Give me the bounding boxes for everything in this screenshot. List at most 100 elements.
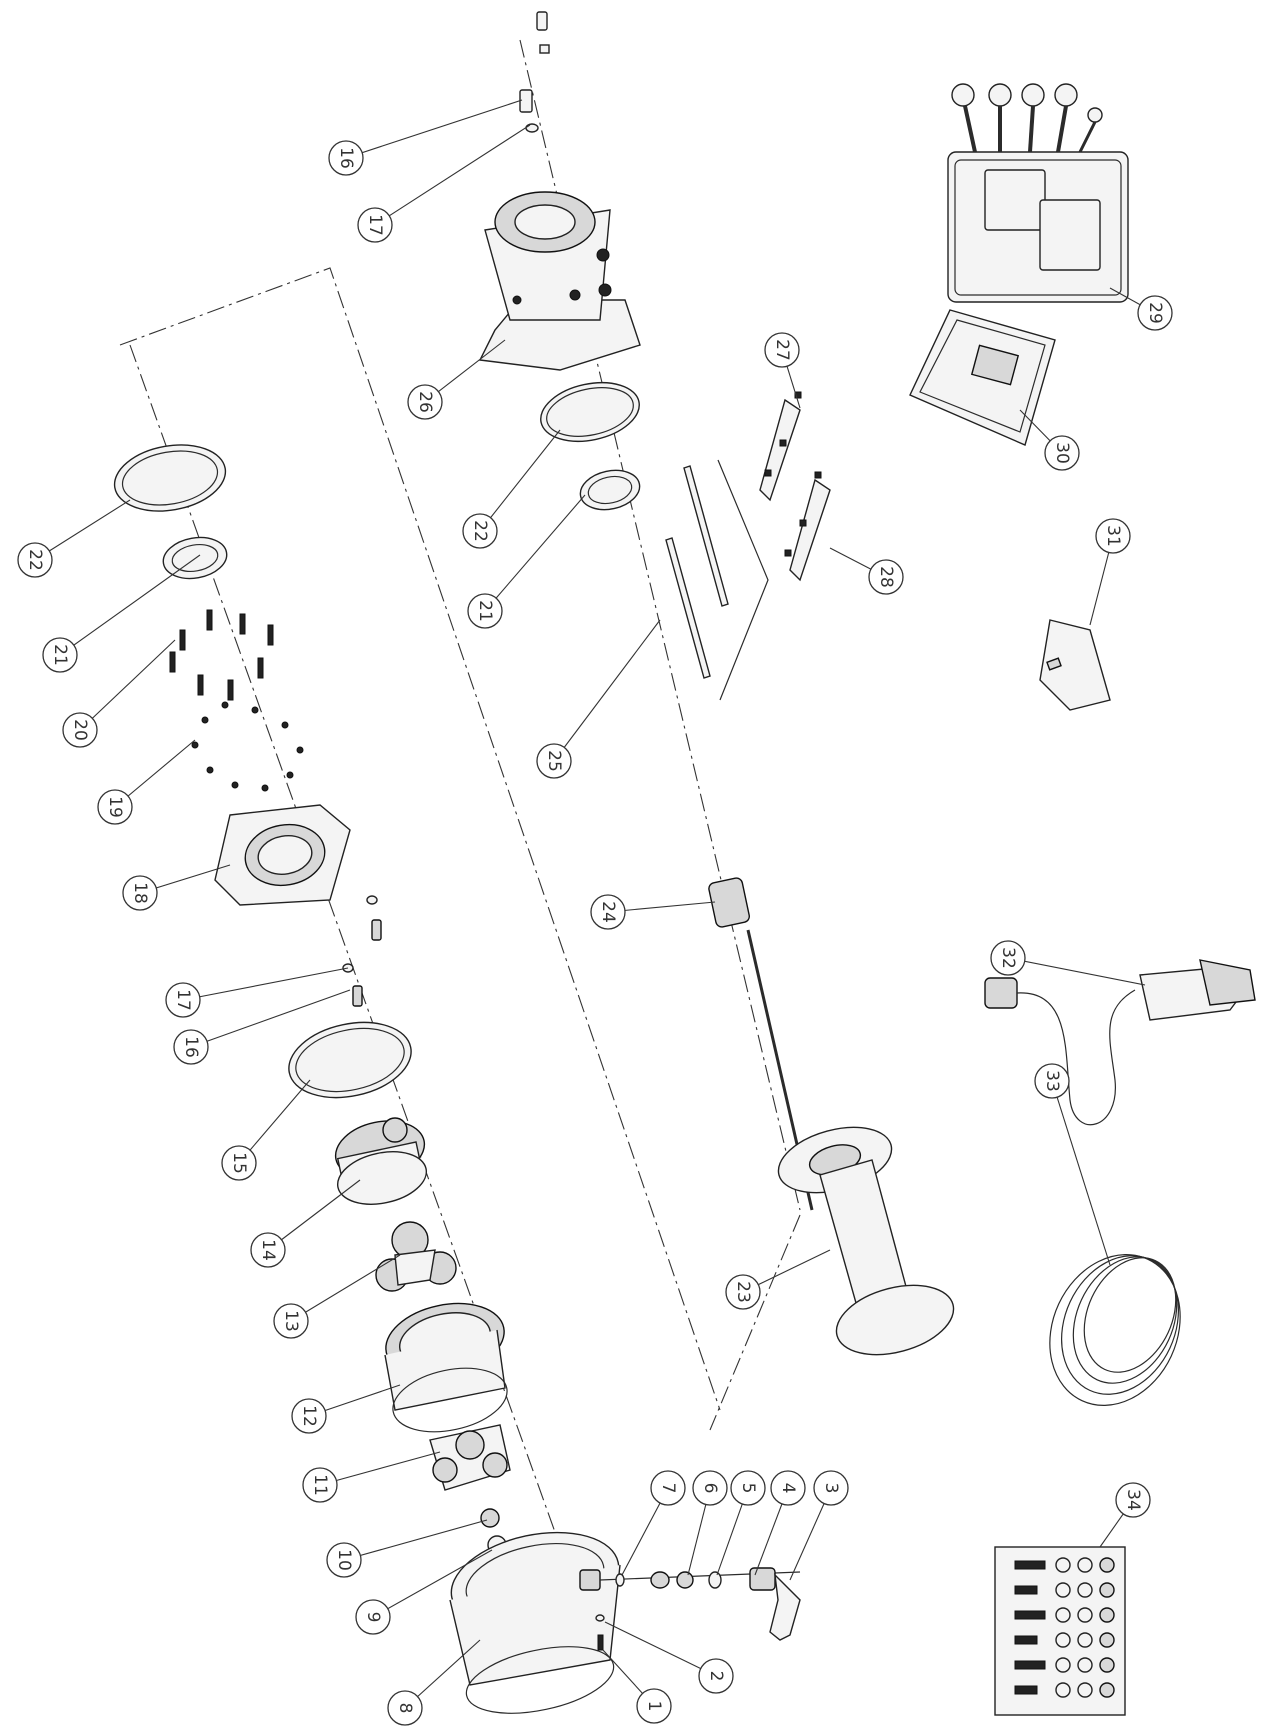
gasket-15-inner xyxy=(295,1027,405,1093)
kit-nut xyxy=(1099,1657,1115,1673)
callout-7: 7 xyxy=(621,1470,686,1576)
kit-washer xyxy=(1055,1682,1071,1698)
callout-number: 29 xyxy=(1145,302,1165,324)
callout-leader-22 xyxy=(34,499,131,561)
callout-number: 31 xyxy=(1103,525,1123,547)
callout-number: 23 xyxy=(733,1281,753,1303)
callout-number: 12 xyxy=(299,1405,319,1427)
callout-25: 25 xyxy=(536,619,661,779)
kit-nut xyxy=(1099,1632,1115,1648)
callout-number: 6 xyxy=(700,1483,720,1494)
callout-26: 26 xyxy=(407,339,506,420)
washer-2 xyxy=(595,1614,605,1622)
callout-number: 22 xyxy=(470,520,490,542)
kit-nut xyxy=(1099,1557,1115,1573)
callout-leader-14 xyxy=(267,1179,361,1251)
callout-17: 17 xyxy=(165,967,349,1018)
callout-leader-17 xyxy=(182,967,349,1001)
kit-nut xyxy=(1099,1682,1115,1698)
kit-washer xyxy=(1055,1632,1071,1648)
callout-11: 11 xyxy=(302,1451,441,1503)
callout-number: 13 xyxy=(281,1310,301,1332)
callout-18: 18 xyxy=(122,864,231,911)
callout-16: 16 xyxy=(173,989,351,1065)
kit-washer xyxy=(1077,1657,1093,1673)
wireless-remote-31 xyxy=(1039,619,1111,711)
callout-8: 8 xyxy=(387,1639,481,1726)
drum-23 xyxy=(777,1126,955,1356)
callout-21: 21 xyxy=(467,494,586,629)
kit-bolt xyxy=(1014,1635,1038,1645)
callout-number: 1 xyxy=(644,1701,664,1712)
handheld-controller-32 xyxy=(984,959,1256,1126)
callout-6: 6 xyxy=(687,1470,728,1576)
callout-number: 16 xyxy=(181,1036,201,1058)
callout-number: 20 xyxy=(70,719,90,741)
end-plate-18 xyxy=(214,804,351,906)
callout-number: 17 xyxy=(173,989,193,1011)
callout-27: 27 xyxy=(764,332,801,409)
bushing-21-lower-inner xyxy=(171,543,219,573)
callout-number: 22 xyxy=(25,549,45,571)
tie-rods-25 xyxy=(665,459,769,701)
callout-leader-24 xyxy=(607,901,716,913)
kit-bolt xyxy=(1014,1660,1046,1670)
callout-21: 21 xyxy=(42,554,201,673)
callout-13: 13 xyxy=(273,1254,401,1339)
callout-number: 28 xyxy=(876,566,896,588)
callout-29: 29 xyxy=(1109,287,1173,331)
callout-leader-25 xyxy=(553,619,661,762)
callout-30: 30 xyxy=(1019,409,1080,471)
kit-bolt xyxy=(1014,1610,1046,1620)
clutch-parts xyxy=(599,1567,801,1641)
callout-32: 32 xyxy=(990,940,1146,986)
ring-gear-12 xyxy=(384,1302,508,1433)
bracket-28 xyxy=(784,471,831,582)
callout-9: 9 xyxy=(355,1549,493,1635)
bolts-20 xyxy=(169,609,274,701)
callout-number: 33 xyxy=(1042,1070,1062,1092)
kit-nut xyxy=(1099,1582,1115,1598)
callout-number: 4 xyxy=(778,1483,798,1494)
callout-labels: 1234567891011121314151616171718192021212… xyxy=(17,99,1173,1726)
callout-leader-21 xyxy=(484,494,586,612)
bushing-21-upper xyxy=(579,469,641,511)
callout-31: 31 xyxy=(1089,518,1131,626)
kit-washer xyxy=(1055,1582,1071,1598)
callout-number: 19 xyxy=(105,796,125,818)
kit-bolt xyxy=(1014,1560,1046,1570)
kit-washer xyxy=(1077,1607,1093,1623)
callout-33: 33 xyxy=(1034,1063,1111,1266)
callout-number: 18 xyxy=(130,882,150,904)
kit-washer xyxy=(1055,1657,1071,1673)
callout-24: 24 xyxy=(590,894,716,930)
callout-number: 34 xyxy=(1123,1489,1143,1511)
kit-washer xyxy=(1055,1607,1071,1623)
callout-number: 9 xyxy=(363,1612,383,1623)
top-screw xyxy=(536,11,550,54)
callout-number: 21 xyxy=(475,600,495,622)
callout-leader-21 xyxy=(59,554,201,656)
callout-number: 32 xyxy=(998,947,1018,969)
callout-leader-33 xyxy=(1051,1080,1111,1266)
screw-17-16-lower xyxy=(342,895,382,1007)
motor-26 xyxy=(478,191,641,371)
contactor-box-29 xyxy=(947,83,1129,303)
bushing-21-upper-inner xyxy=(587,475,633,505)
washers-19 xyxy=(191,701,304,792)
kit-washer xyxy=(1077,1632,1093,1648)
callout-number: 30 xyxy=(1052,442,1072,464)
callout-20: 20 xyxy=(62,639,176,748)
kit-nut xyxy=(1099,1607,1115,1623)
callout-number: 16 xyxy=(336,147,356,169)
callout-number: 26 xyxy=(415,391,435,413)
callout-leader-16 xyxy=(190,989,351,1048)
gasket-15 xyxy=(288,1021,412,1099)
callout-15: 15 xyxy=(221,1079,311,1181)
callout-number: 24 xyxy=(598,901,618,923)
callout-leader-10 xyxy=(343,1519,488,1561)
callout-leader-9 xyxy=(372,1549,493,1618)
callout-leader-16 xyxy=(345,99,523,159)
callout-number: 11 xyxy=(310,1474,330,1496)
